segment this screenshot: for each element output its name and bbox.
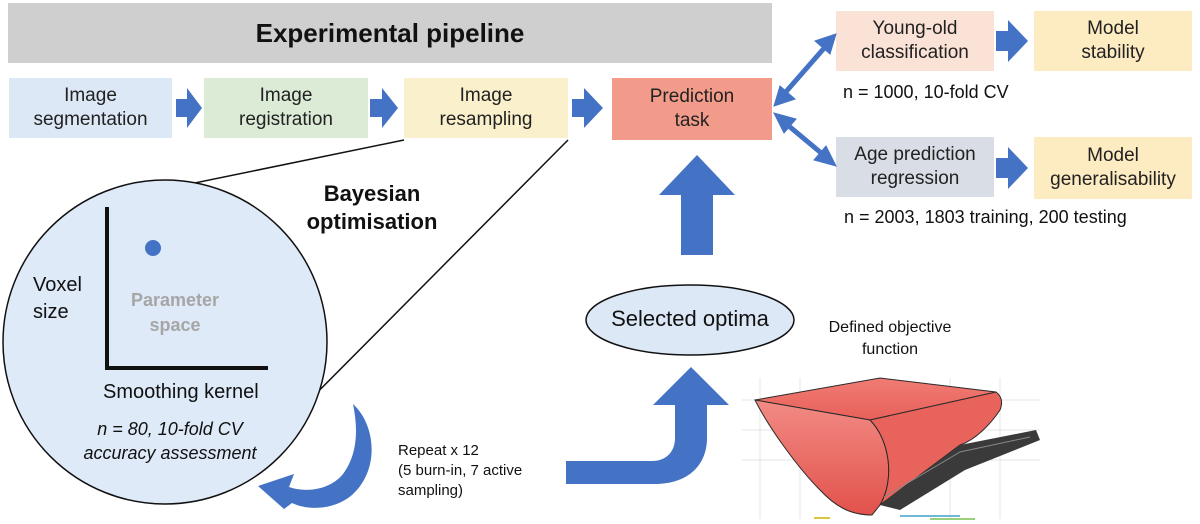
smoothing-kernel-label: Smoothing kernel <box>103 381 259 403</box>
prediction-task-box: Prediction task <box>612 78 772 140</box>
image-segmentation-box: Image segmentation <box>9 78 172 138</box>
image-registration-box: Image registration <box>204 78 368 138</box>
arrow-segmentation-to-registration <box>176 88 202 128</box>
classification-sample-size: n = 1000, 10-fold CV <box>843 82 1009 102</box>
repeat-text: Repeat x 12 (5 burn-in, 7 active samplin… <box>398 442 523 499</box>
selected-optima-label: Selected optima <box>611 306 769 331</box>
objective-function-label: Defined objective function <box>828 319 952 358</box>
arrow-registration-to-resampling <box>370 88 398 128</box>
selected-optima-ellipse <box>585 284 795 356</box>
age-prediction-regression-box: Age prediction regression <box>836 137 994 197</box>
arrow-regression-to-generalisability <box>996 147 1028 189</box>
pipeline-title: Experimental pipeline <box>8 3 772 63</box>
arrow-classification-to-stability <box>996 20 1028 62</box>
repeat-loop-arrow <box>258 404 372 509</box>
zoom-line-right <box>271 139 569 439</box>
arrow-resampling-to-prediction <box>572 88 603 128</box>
regression-sample-size: n = 2003, 1803 training, 200 testing <box>844 207 1127 227</box>
objective-surface-plot <box>742 375 1042 520</box>
arrow-prediction-to-classification <box>773 33 837 107</box>
sample-point <box>145 240 161 256</box>
voxel-size-label: Voxel size <box>33 274 82 323</box>
model-generalisability-box: Model generalisability <box>1034 137 1192 199</box>
bayesian-optimisation-heading: Bayesian optimisation <box>306 181 438 234</box>
arrow-prediction-to-regression <box>773 112 837 167</box>
model-stability-box: Model stability <box>1034 11 1192 71</box>
parameter-space-circle <box>2 179 328 505</box>
cv-accuracy-assessment: n = 80, 10-fold CV accuracy assessment <box>83 419 257 463</box>
arrow-up-to-prediction <box>659 155 735 255</box>
young-old-classification-box: Young-old classification <box>836 11 994 71</box>
arrow-to-selected-optima <box>566 367 729 484</box>
parameter-space-label: Parameter space <box>130 290 220 335</box>
image-resampling-box: Image resampling <box>404 78 568 138</box>
